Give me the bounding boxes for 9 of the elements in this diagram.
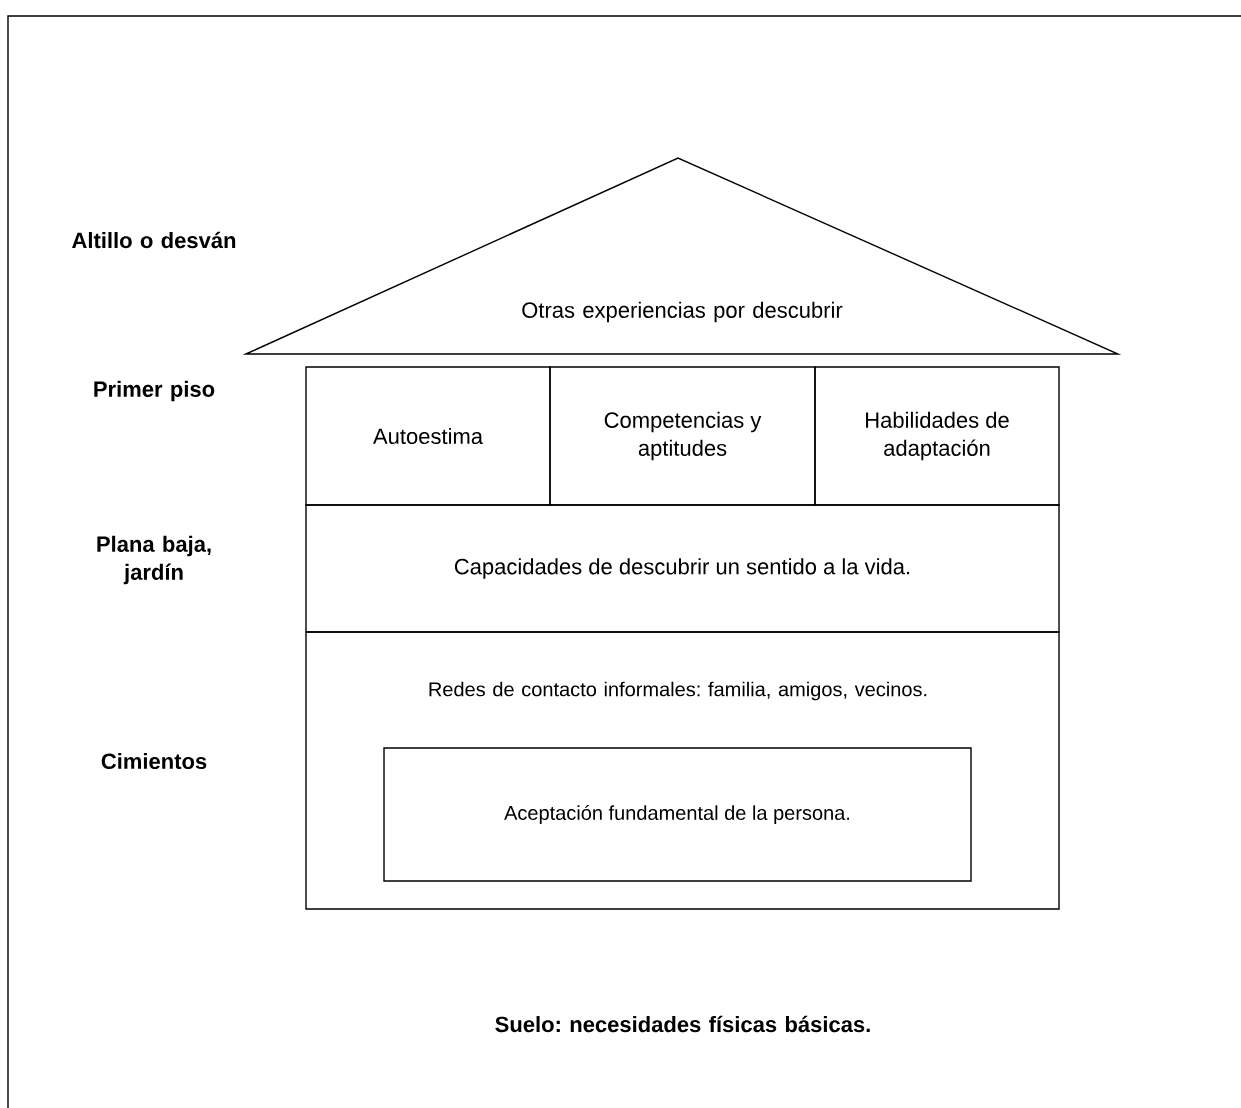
room-box: Habilidades de adaptación (814, 366, 1060, 506)
room-box: Competencias y aptitudes (549, 366, 816, 506)
floor-label: Plana baja, jardín (97, 535, 211, 585)
floor-label: Cimientos (101, 752, 207, 770)
floor-label: Suelo: necesidades físicas básicas. (495, 1015, 870, 1033)
floor-label: Primer piso (94, 380, 215, 402)
room-box: Aceptación fundamental de la persona. (383, 747, 972, 882)
room-box: Autoestima (305, 366, 551, 506)
room-box: Capacidades de descubrir un sentido a la vida. (305, 504, 1060, 633)
